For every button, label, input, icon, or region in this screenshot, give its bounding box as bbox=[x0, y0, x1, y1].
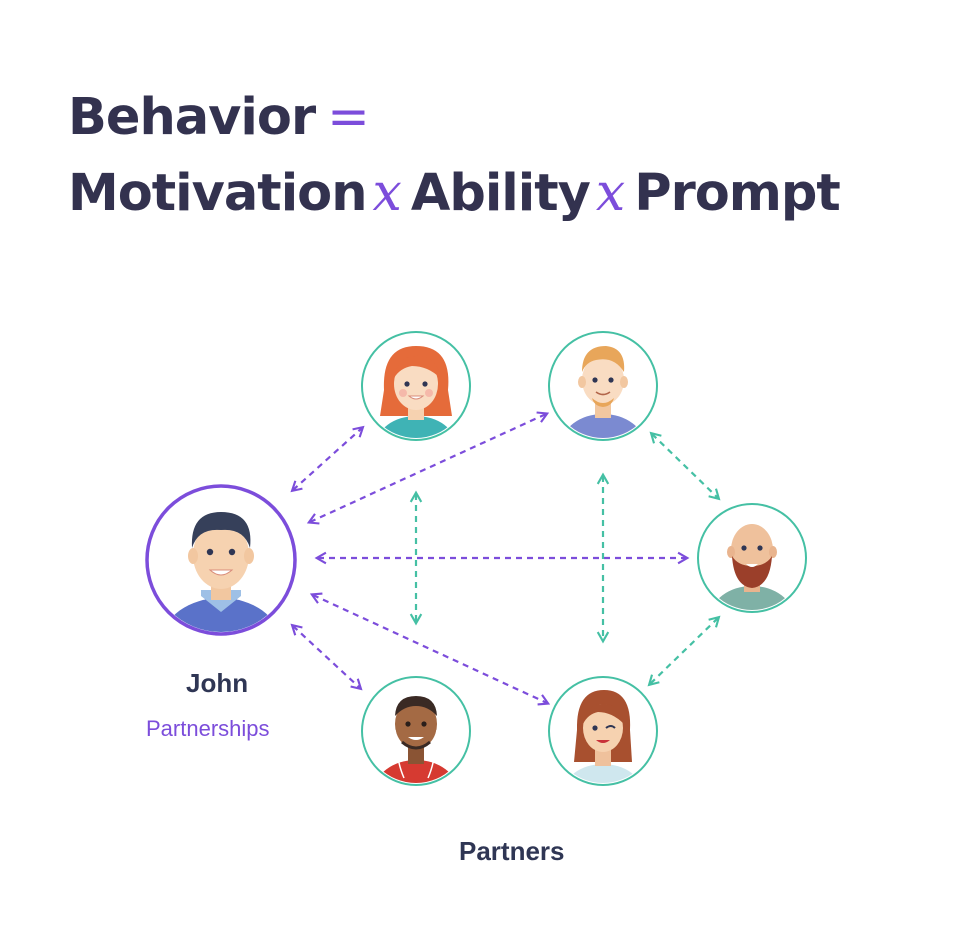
john-role: Partnerships bbox=[146, 716, 270, 742]
avatar-partner-1 bbox=[362, 332, 470, 476]
avatar-partner-3 bbox=[698, 504, 806, 650]
avatar-partner-2 bbox=[549, 332, 657, 478]
partners-label: Partners bbox=[459, 836, 565, 867]
avatar-partner-5 bbox=[549, 677, 657, 824]
link-partner2-partner3 bbox=[652, 434, 718, 498]
avatar-partner-4 bbox=[362, 677, 470, 824]
john-name: John bbox=[186, 668, 248, 699]
link-john-partner1 bbox=[293, 428, 362, 490]
link-john-partner4 bbox=[293, 626, 360, 688]
avatar-john bbox=[147, 486, 295, 682]
link-partner3-partner5 bbox=[650, 618, 718, 684]
